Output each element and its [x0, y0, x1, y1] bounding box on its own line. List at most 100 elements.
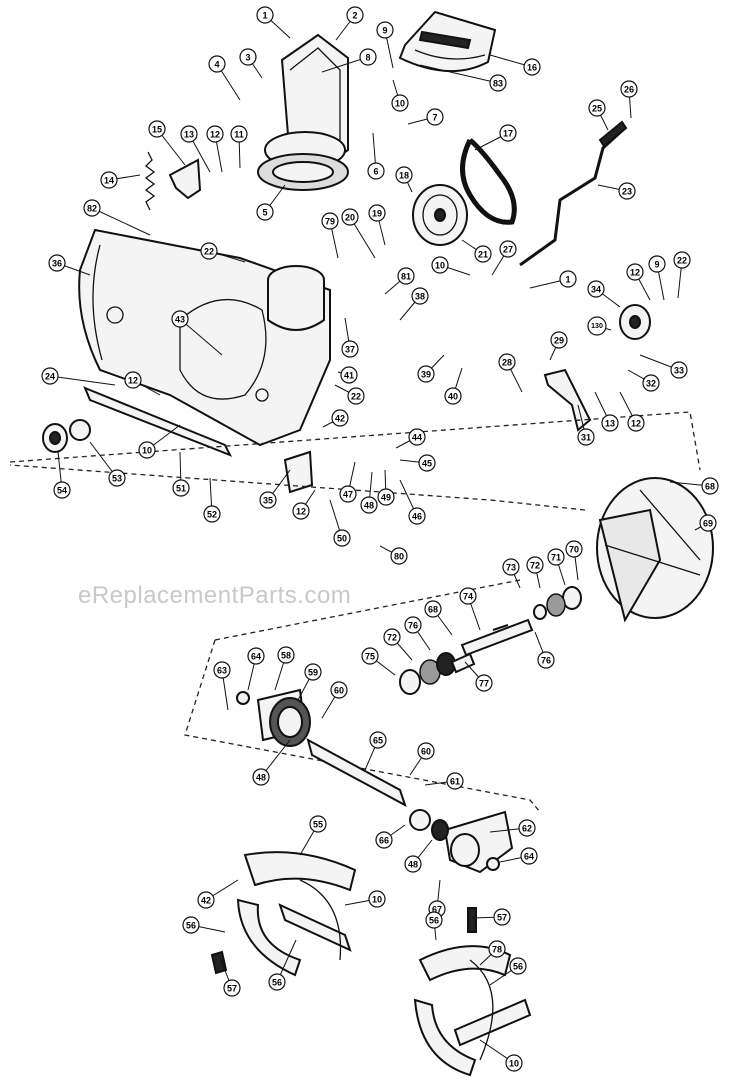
- callout-number: 41: [344, 371, 354, 381]
- callout-33: 33: [670, 361, 688, 379]
- callout-circle: [397, 267, 415, 285]
- callout-56: 56: [509, 957, 527, 975]
- callout-73: 73: [502, 558, 520, 576]
- callout-circle: [138, 441, 156, 459]
- callout-circle: [404, 616, 422, 634]
- callout-51: 51: [172, 479, 190, 497]
- callout-37: 37: [341, 340, 359, 358]
- callout-number: 46: [412, 512, 422, 522]
- callout-circle: [395, 166, 413, 184]
- callout-72: 72: [383, 628, 401, 646]
- callout-number: 74: [463, 592, 473, 602]
- callout-number: 28: [502, 358, 512, 368]
- callout-9: 9: [648, 255, 666, 273]
- callout-circle: [577, 428, 595, 446]
- callout-70: 70: [565, 540, 583, 558]
- callout-circle: [627, 414, 645, 432]
- callout-number: 72: [530, 561, 540, 571]
- callout-number: 130: [591, 323, 603, 330]
- callout-number: 9: [382, 26, 387, 36]
- callout-57: 57: [493, 908, 511, 926]
- callout-13: 13: [180, 125, 198, 143]
- callout-81: 81: [397, 267, 415, 285]
- callout-circle: [339, 485, 357, 503]
- auger-housing-part: [78, 228, 331, 447]
- callout-circle: [493, 908, 511, 926]
- callout-circle: [256, 203, 274, 221]
- callout-44: 44: [408, 428, 426, 446]
- callout-number: 48: [408, 860, 418, 870]
- callout-12: 12: [206, 125, 224, 143]
- callout-number: 2: [352, 11, 357, 21]
- callout-circle: [203, 505, 221, 523]
- callout-number: 32: [646, 379, 656, 389]
- callout-number: 76: [408, 621, 418, 631]
- callout-number: 16: [527, 63, 537, 73]
- callout-10: 10: [505, 1054, 523, 1072]
- crank-grip-part: [598, 120, 628, 148]
- callout-circle: [444, 387, 462, 405]
- assembly-boundary-line: [9, 411, 701, 813]
- callout-number: 81: [401, 272, 411, 282]
- callout-number: 33: [674, 366, 684, 376]
- callout-number: 79: [325, 217, 335, 227]
- callout-number: 58: [281, 651, 291, 661]
- callout-circle: [431, 256, 449, 274]
- callout-circle: [670, 361, 688, 379]
- callout-number: 61: [450, 777, 460, 787]
- callout-circle: [197, 891, 215, 909]
- callout-80: 80: [390, 547, 408, 565]
- callout-circle: [292, 502, 310, 520]
- callout-22: 22: [673, 251, 691, 269]
- callout-circle: [588, 99, 606, 117]
- callout-19: 19: [368, 204, 386, 222]
- callout-74: 74: [459, 587, 477, 605]
- callout-number: 57: [227, 984, 237, 994]
- callout-54: 54: [53, 481, 71, 499]
- callout-number: 27: [503, 245, 513, 255]
- callout-number: 52: [207, 510, 217, 520]
- callout-29: 29: [550, 331, 568, 349]
- callout-circle: [200, 242, 218, 260]
- callout-circle: [499, 240, 517, 258]
- callout-circle: [124, 371, 142, 389]
- callout-number: 77: [479, 679, 489, 689]
- callout-circle: [375, 831, 393, 849]
- callout-number: 25: [592, 104, 602, 114]
- callout-1: 1: [559, 270, 577, 288]
- callout-circle: [341, 208, 359, 226]
- callout-number: 43: [175, 315, 185, 325]
- callout-circle: [368, 204, 386, 222]
- callout-number: 20: [345, 213, 355, 223]
- callout-76: 76: [404, 616, 422, 634]
- callout-57: 57: [223, 979, 241, 997]
- callout-7: 7: [426, 108, 444, 126]
- left-auger-part: [236, 851, 357, 977]
- callout-number: 24: [45, 372, 55, 382]
- callout-42: 42: [197, 891, 215, 909]
- callout-number: 13: [605, 419, 615, 429]
- callout-circle: [383, 628, 401, 646]
- callout-50: 50: [333, 529, 351, 547]
- callout-circle: [474, 245, 492, 263]
- callout-number: 49: [381, 493, 391, 503]
- impeller-shaft-bearings: [460, 586, 582, 657]
- callout-number: 71: [551, 553, 561, 563]
- callout-number: 17: [503, 129, 513, 139]
- callout-circle: [367, 162, 385, 180]
- callout-number: 56: [429, 916, 439, 926]
- callout-number: 62: [522, 824, 532, 834]
- callout-35: 35: [259, 491, 277, 509]
- callout-71: 71: [547, 548, 565, 566]
- callout-number: 76: [541, 656, 551, 666]
- callout-circle: [601, 414, 619, 432]
- callout-number: 38: [415, 292, 425, 302]
- callout-circle: [404, 855, 422, 873]
- callout-number: 10: [395, 99, 405, 109]
- callout-number: 48: [256, 773, 266, 783]
- callout-circle: [499, 124, 517, 142]
- callout-number: 73: [506, 563, 516, 573]
- callout-number: 10: [509, 1059, 519, 1069]
- callout-12: 12: [627, 414, 645, 432]
- callout-number: 75: [365, 652, 375, 662]
